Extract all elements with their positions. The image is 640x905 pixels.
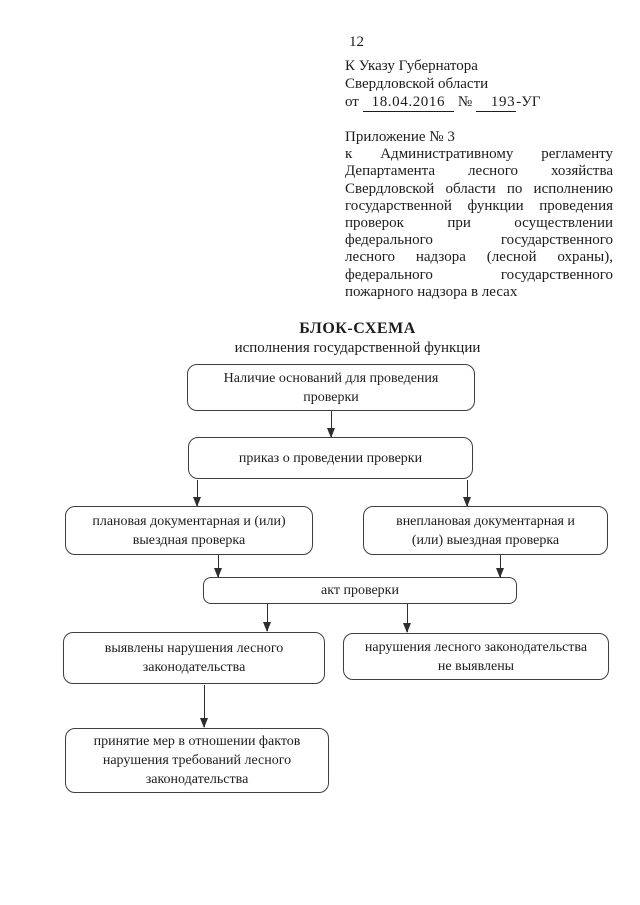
decree-reference: К Указу Губернатора Свердловской области…	[345, 58, 585, 112]
flowchart-subtitle: исполнения государственной функции	[234, 340, 481, 356]
flowchart-box-grounds: Наличие оснований для проведения проверк…	[187, 364, 475, 411]
flowchart-box-inspection-act: акт проверки	[203, 577, 517, 604]
page-number: 12	[349, 34, 364, 50]
box-line: Наличие оснований для проведения	[223, 370, 439, 386]
decree-ref-line: Свердловской области	[345, 75, 489, 92]
box-line: законодательства	[145, 772, 249, 787]
number-underlined: 193	[475, 94, 517, 112]
arrow-order-to-planned	[192, 480, 201, 507]
appendix-line: проверок при осуществлении	[345, 215, 613, 232]
appendix-line: пожарного надзора в лесах	[345, 283, 518, 300]
flowchart-box-planned-check: плановая документарная и (или) выездная …	[65, 506, 313, 555]
date-prefix: от	[345, 94, 359, 110]
appendix-line: федерального государственного	[345, 232, 613, 249]
arrow-planned-to-act	[213, 555, 222, 578]
box-line: (или) выездная проверка	[411, 532, 560, 548]
flowchart-box-order: приказ о проведении проверки	[188, 437, 473, 479]
date-underlined: 18.04.2016	[362, 94, 455, 112]
flowchart-box-measures-taken: принятие мер в отношении фактов нарушени…	[65, 728, 329, 793]
appendix-line: Приложение № 3	[345, 129, 455, 145]
arrow-act-to-violations-found	[262, 604, 271, 632]
decree-ref-line: К Указу Губернатора	[345, 58, 478, 74]
flowchart-box-no-violations-found: нарушения лесного законодательства не вы…	[343, 633, 609, 680]
box-line: не выявлены	[437, 658, 515, 674]
box-line: внеплановая документарная и	[396, 513, 575, 529]
box-line: принятие мер в отношении фактов	[93, 734, 301, 749]
number-sign: №	[457, 94, 473, 110]
appendix-line: лесного надзора (лесной охраны),	[345, 249, 613, 266]
appendix-line: Департамента лесного хозяйства	[345, 163, 613, 180]
arrow-grounds-to-order	[326, 411, 335, 438]
box-line: проверки	[303, 389, 359, 405]
number-suffix: -УГ	[516, 94, 541, 110]
flowchart-box-unplanned-check: внеплановая документарная и (или) выездн…	[363, 506, 608, 555]
decree-date-line: от 18.04.2016 № 193-УГ	[345, 94, 585, 112]
appendix-line: государственной функции проведения	[345, 197, 613, 214]
box-line: акт проверки	[321, 583, 399, 598]
arrow-act-to-no-violations	[402, 604, 411, 633]
box-line: приказ о проведении проверки	[238, 450, 423, 466]
box-line: выявлены нарушения лесного	[104, 641, 284, 656]
arrow-order-to-unplanned	[462, 480, 471, 507]
box-line: плановая документарная и (или)	[92, 513, 286, 529]
box-line: законодательства	[142, 660, 246, 675]
appendix-line: к Административному регламенту	[345, 146, 613, 163]
arrow-unplanned-to-act	[495, 555, 504, 578]
box-line: выездная проверка	[132, 532, 246, 548]
arrow-violations-to-measures	[199, 685, 208, 728]
flowchart-box-violations-found: выявлены нарушения лесного законодательс…	[63, 632, 325, 684]
appendix-line: федерального государственного	[345, 266, 613, 283]
appendix-heading: Приложение № 3 к Административному регла…	[345, 129, 613, 301]
appendix-line: Свердловской области по исполнению	[345, 180, 613, 197]
box-line: нарушения лесного законодательства	[364, 639, 588, 655]
box-line: нарушения требований лесного	[102, 753, 292, 768]
flowchart-title: БЛОК-СХЕМА	[299, 320, 416, 337]
